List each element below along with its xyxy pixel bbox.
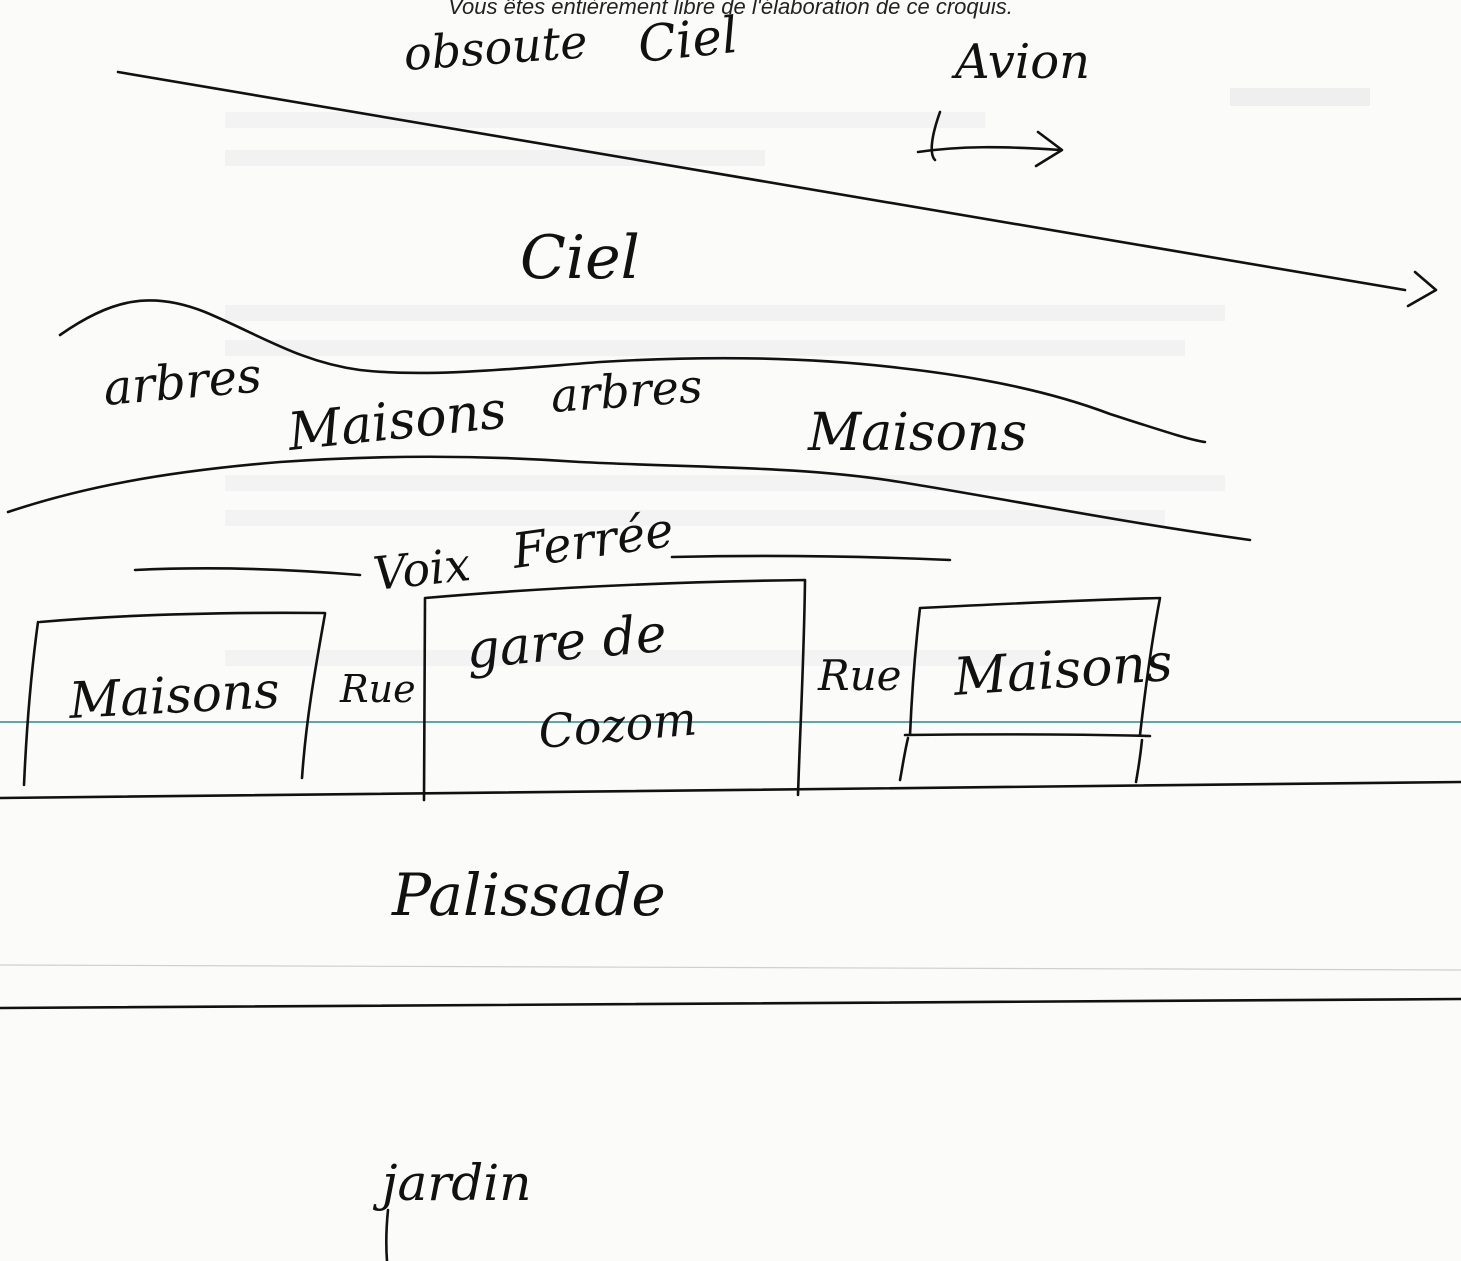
label-maisons-box-right: Maisons [951, 633, 1175, 708]
garden-mark [385, 1208, 390, 1261]
label-obscure: obsoute [402, 14, 589, 81]
instruction-header: Vous êtes entièrement libre de l'élabora… [448, 0, 1013, 19]
label-rue-2: Rue [817, 651, 902, 700]
label-avion: Avion [951, 34, 1090, 90]
houses-box-left [22, 611, 327, 787]
label-palissade: Palissade [391, 861, 666, 929]
fence-line [0, 997, 1461, 1010]
label-jardin: jardin [372, 1154, 531, 1212]
label-maisons-right: Maisons [807, 403, 1027, 463]
ground-line [0, 780, 1461, 800]
label-maisons-left: Maisons [284, 380, 509, 463]
sky-line-arrowhead [1406, 270, 1438, 308]
hills-line [58, 299, 1207, 444]
label-voix: Voix [371, 537, 474, 601]
faint-rule [0, 964, 1461, 971]
label-ciel: Ciel [520, 223, 640, 293]
station-box [422, 578, 807, 802]
label-arbres-left: arbres [101, 347, 264, 417]
label-ciel-top: Ciel [635, 6, 740, 74]
sky-diagonal-line [116, 70, 1407, 292]
label-station-line1: gare de [464, 604, 669, 681]
railway-line-left [133, 567, 362, 577]
railway-line-right [670, 554, 952, 562]
label-station-line2: Cozom [536, 691, 699, 759]
label-arbres-mid: arbres [549, 359, 704, 423]
label-maisons-box-left: Maisons [67, 661, 281, 730]
houses-baseline [6, 455, 1252, 542]
plane-arrow [916, 110, 1064, 168]
label-rue-1: Rue [339, 667, 416, 711]
houses-box-right [898, 596, 1162, 784]
bleed-through-text [225, 88, 1370, 666]
